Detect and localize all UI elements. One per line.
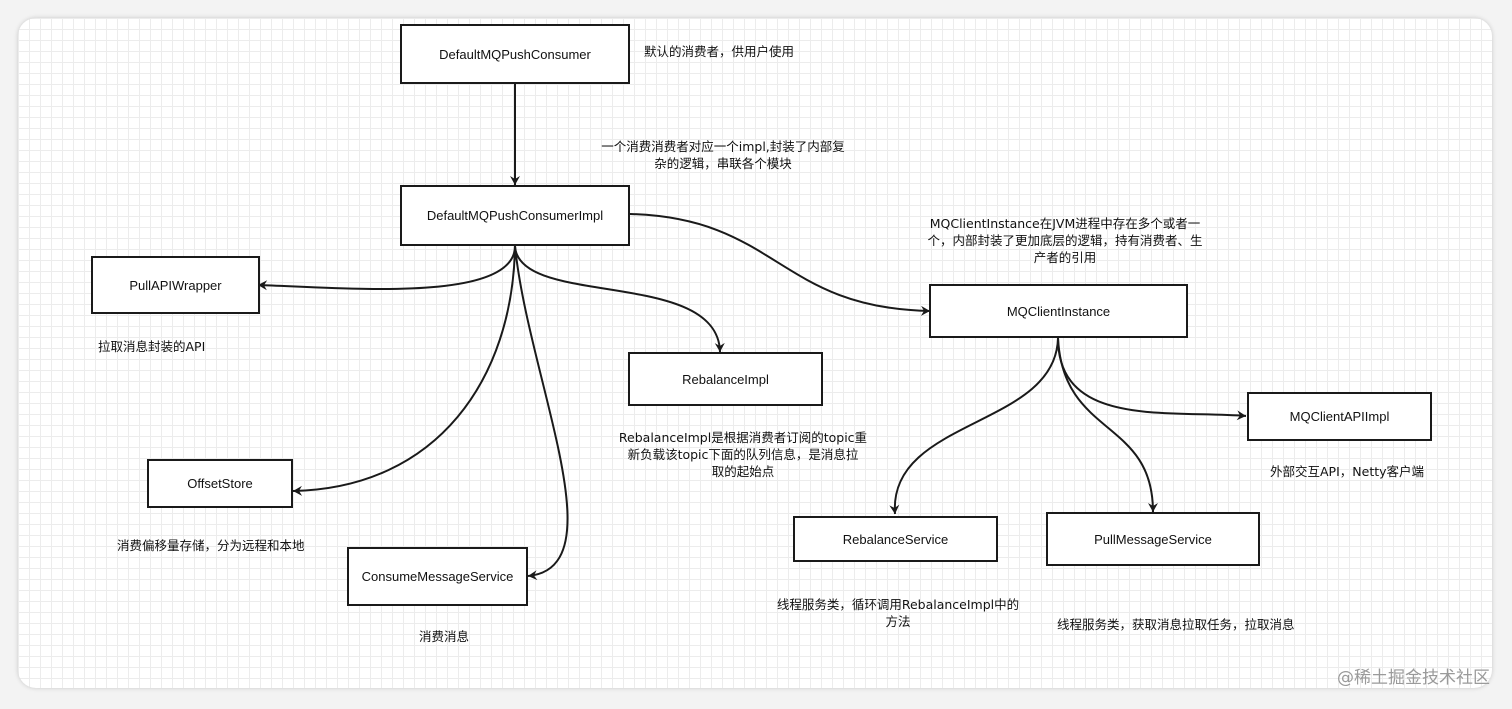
- node-pull-message-service[interactable]: PullMessageService: [1046, 512, 1260, 566]
- note-line: 新负载该topic下面的队列信息，是消息拉: [627, 447, 859, 462]
- node-default-mq-push-consumer-impl[interactable]: DefaultMQPushConsumerImpl: [400, 185, 630, 246]
- note-push-consumer-impl: 一个消费消费者对应一个impl,封装了内部复 杂的逻辑，串联各个模块: [583, 138, 863, 172]
- node-offset-store[interactable]: OffsetStore: [147, 459, 293, 508]
- edge-impl-to-pullapiwrapper: [257, 245, 516, 291]
- node-rebalance-impl[interactable]: RebalanceImpl: [628, 352, 823, 406]
- note-rebalance-impl: RebalanceImpl是根据消费者订阅的topic重 新负载该topic下面…: [608, 429, 878, 480]
- note-pull-message-service: 线程服务类，获取消息拉取任务，拉取消息: [1057, 617, 1295, 632]
- note-line: MQClientInstance在JVM进程中存在多个或者一: [929, 216, 1201, 231]
- note-line: 方法: [885, 614, 911, 629]
- note-line: 一个消费消费者对应一个impl,封装了内部复: [601, 139, 845, 154]
- note-line: 产者的引用: [1033, 250, 1097, 265]
- note-rebalance-service: 线程服务类，循环调用RebalanceImpl中的 方法: [758, 596, 1038, 630]
- edge-impl-to-consumemessageservice: [514, 245, 569, 581]
- note-mq-client-api-impl: 外部交互API，Netty客户端: [1270, 464, 1425, 479]
- node-mq-client-instance[interactable]: MQClientInstance: [929, 284, 1188, 338]
- watermark: @稀土掘金技术社区: [1337, 668, 1490, 688]
- node-pull-api-wrapper[interactable]: PullAPIWrapper: [91, 256, 260, 314]
- edge-instance-to-mqclientapiimpl: [1057, 337, 1247, 421]
- edge-impl-to-rebalanceimpl: [514, 245, 725, 353]
- note-line: 线程服务类，循环调用RebalanceImpl中的: [776, 597, 1020, 612]
- note-consume-message-service: 消费消息: [419, 629, 470, 644]
- note-pull-api-wrapper: 拉取消息封装的API: [98, 339, 206, 354]
- node-default-mq-push-consumer[interactable]: DefaultMQPushConsumer: [400, 24, 630, 84]
- edge-instance-to-rebalanceservice: [889, 337, 1059, 515]
- note-line: 个，内部封装了更加底层的逻辑，持有消费者、生: [927, 233, 1203, 248]
- node-consume-message-service[interactable]: ConsumeMessageService: [347, 547, 528, 606]
- node-rebalance-service[interactable]: RebalanceService: [793, 516, 998, 562]
- note-mq-client-instance: MQClientInstance在JVM进程中存在多个或者一 个，内部封装了更加…: [910, 215, 1220, 266]
- edge-impl-to-offsetstore: [292, 245, 516, 496]
- edge-layer: [257, 84, 1247, 581]
- note-line: RebalanceImpl是根据消费者订阅的topic重: [618, 430, 868, 445]
- note-offset-store: 消费偏移量存储，分为远程和本地: [117, 538, 305, 553]
- node-mq-client-api-impl[interactable]: MQClientAPIImpl: [1247, 392, 1432, 441]
- edge-impl-to-mqclientinstance: [629, 213, 931, 316]
- note-line: 取的起始点: [711, 464, 775, 479]
- edge-instance-to-pullmessageservice: [1057, 337, 1158, 513]
- diagram-canvas: DefaultMQPushConsumer DefaultMQPushConsu…: [18, 18, 1492, 688]
- note-push-consumer: 默认的消费者，供用户使用: [644, 44, 795, 59]
- note-line: 杂的逻辑，串联各个模块: [654, 156, 792, 171]
